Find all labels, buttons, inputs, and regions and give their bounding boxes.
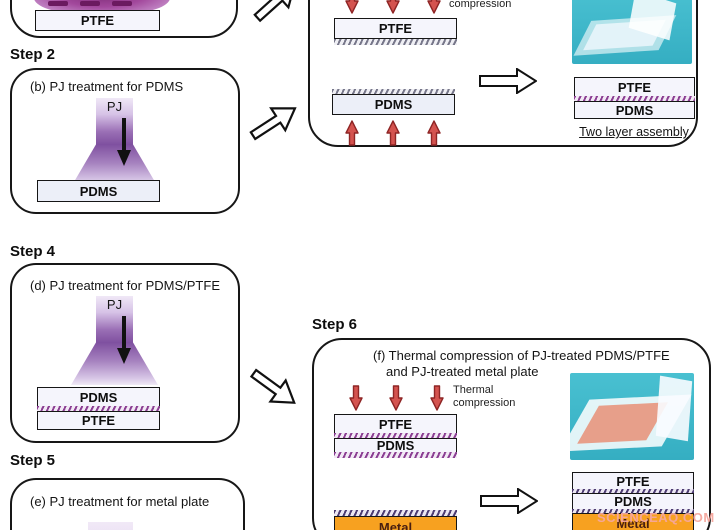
- compression-arrow-icon: [386, 0, 400, 14]
- pdms-layer-label: PDMS: [37, 387, 160, 407]
- ptfe-layer-label: PTFE: [35, 10, 160, 31]
- electrode-dash: [112, 1, 132, 6]
- step4-caption: (d) PJ treatment for PDMS/PTFE: [30, 278, 220, 293]
- step6-caption-line1: (f) Thermal compression of PJ-treated PD…: [373, 348, 670, 363]
- ptfe-layer-label: PTFE: [574, 77, 695, 97]
- plasma-jet-column: [96, 98, 133, 145]
- pdms-layer-label: PDMS: [37, 180, 160, 202]
- step4-panel: (d) PJ treatment for PDMS/PTFE PJ PDMS P…: [10, 263, 240, 443]
- ptfe-layer-label: PTFE: [334, 18, 457, 39]
- compression-note: compression: [449, 0, 512, 10]
- compression-arrow-icon: [345, 0, 359, 14]
- treated-interface-hatch: [334, 433, 457, 439]
- compression-arrow-icon: [345, 120, 359, 146]
- result-arrow-icon: [480, 488, 538, 514]
- step2-caption: (b) PJ treatment for PDMS: [30, 79, 184, 94]
- pdms-layer-label: PDMS: [572, 493, 694, 510]
- treated-surface-hatch: [332, 89, 455, 94]
- pdms-ptfe-stack: PTFE PDMS: [334, 414, 457, 458]
- two-layer-stack: PTFE PDMS: [574, 77, 695, 119]
- pj-label: PJ: [106, 99, 123, 114]
- step4-to-step6-arrow-icon: [243, 359, 305, 417]
- pdms-layer-label: PDMS: [332, 94, 455, 115]
- treated-surface-hatch: [334, 452, 457, 458]
- result-arrow-icon: [479, 68, 537, 94]
- watermark: SCIENCEAQ.COM: [597, 510, 715, 525]
- two-layer-assembly-caption: Two layer assembly: [579, 125, 689, 139]
- treated-surface-hatch: [334, 510, 457, 516]
- step4-heading: Step 4: [10, 243, 56, 260]
- compression-arrow-icon: [389, 385, 403, 411]
- film-flap: [655, 375, 693, 442]
- step6-caption-line2: and PJ-treated metal plate: [386, 364, 539, 379]
- electrode-dash: [48, 1, 68, 6]
- ptfe-layer-label: PTFE: [37, 411, 160, 430]
- treated-interface-hatch: [37, 406, 160, 412]
- compression-arrow-icon: [427, 120, 441, 146]
- metal-plate-label: Metal: [334, 516, 457, 530]
- bonded-interface-hatch: [572, 509, 694, 514]
- note-line1: Thermal: [453, 384, 494, 396]
- two-layer-photo: [572, 0, 692, 64]
- three-layer-stack: PTFE PDMS Metal: [572, 472, 694, 530]
- pdms-layer-label: PDMS: [334, 438, 457, 453]
- pj-label: PJ: [106, 297, 123, 312]
- compression-arrow-icon: [430, 385, 444, 411]
- step2-to-step3-arrow-icon: [243, 94, 306, 150]
- thermal-compression-note: Thermal compression: [453, 384, 515, 410]
- compression-arrow-icon: [349, 385, 363, 411]
- ptfe-layer-label: PTFE: [334, 414, 457, 434]
- step2-heading: Step 2: [10, 46, 56, 63]
- note-line2: compression: [453, 397, 516, 410]
- ptfe-layer-label: PTFE: [572, 472, 694, 490]
- treated-surface-hatch: [334, 39, 457, 45]
- step1-to-step3-arrow-icon: [245, 0, 307, 31]
- step5-panel: (e) PJ treatment for metal plate: [10, 478, 245, 530]
- compression-arrow-icon: [386, 120, 400, 146]
- bonded-interface-hatch: [572, 489, 694, 494]
- electrode-dash: [80, 1, 100, 6]
- pdms-ptfe-stack: PDMS PTFE: [37, 387, 160, 430]
- compression-arrow-icon: [427, 0, 441, 14]
- down-arrow-icon: [117, 118, 131, 166]
- step1-panel: PTFE: [10, 0, 238, 38]
- step5-caption: (e) PJ treatment for metal plate: [30, 494, 210, 509]
- step5-heading: Step 5: [10, 452, 56, 469]
- plasma-jet-column: [96, 296, 133, 343]
- metal-plate-label: Metal: [572, 513, 694, 530]
- down-arrow-icon: [117, 316, 131, 364]
- bonded-interface-hatch: [574, 96, 695, 102]
- plasma-jet-column: [88, 522, 133, 530]
- step3-panel: compression PTFE PDMS PTFE PDMS Two laye…: [308, 0, 698, 147]
- step6-panel: (f) Thermal compression of PJ-treated PD…: [312, 338, 711, 530]
- step6-heading: Step 6: [312, 316, 358, 333]
- three-layer-photo: [570, 373, 694, 460]
- step2-panel: (b) PJ treatment for PDMS PJ PDMS: [10, 68, 240, 214]
- pdms-layer-label: PDMS: [574, 101, 695, 119]
